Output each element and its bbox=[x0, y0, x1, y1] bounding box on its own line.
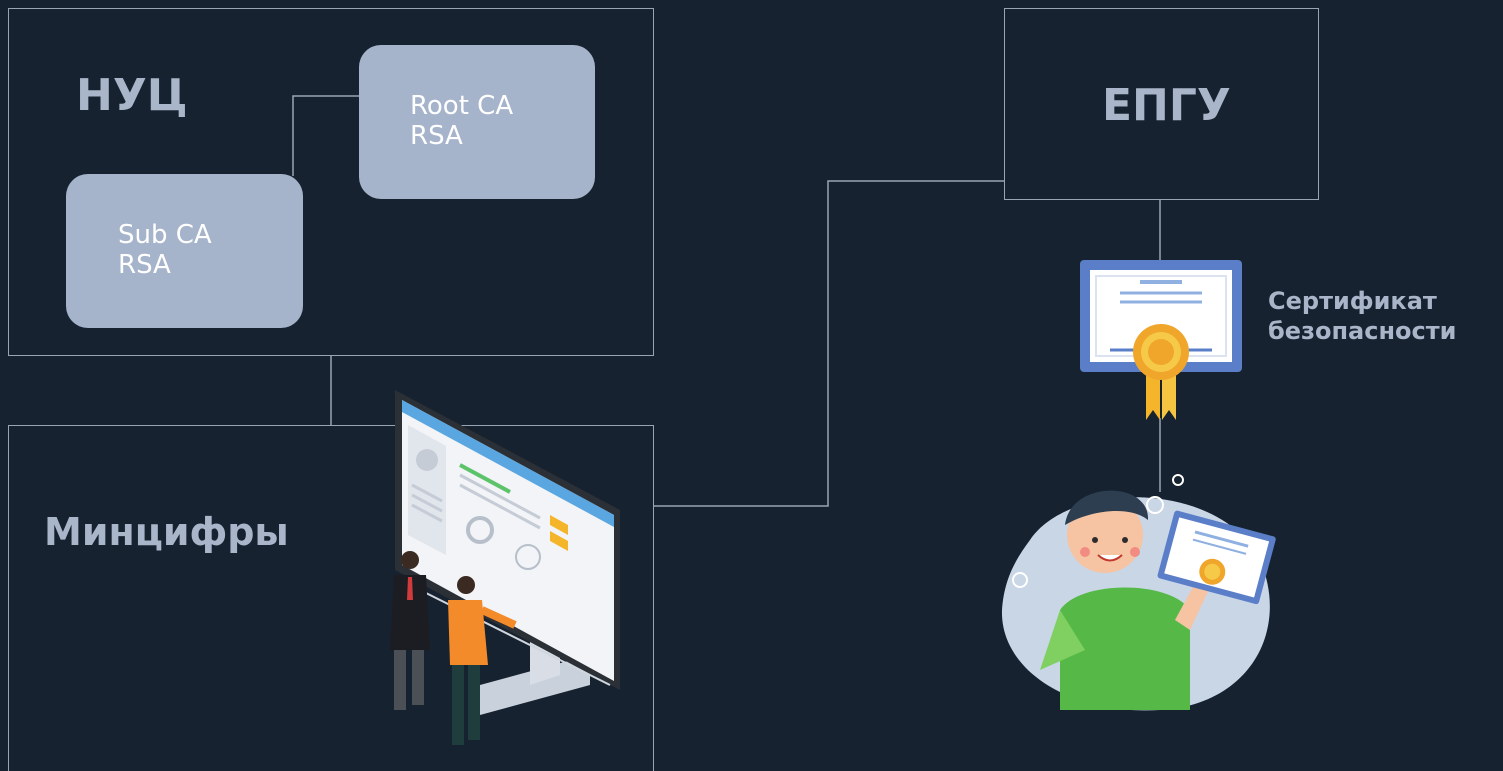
mincifry-epgu-connector bbox=[654, 180, 1004, 507]
certificate-label-line1: Сертификат bbox=[1268, 287, 1437, 315]
certificate-label-line2: безопасности bbox=[1268, 317, 1457, 345]
sub-ca-algorithm: RSA bbox=[118, 250, 171, 280]
certificate-label: Сертификат безопасности bbox=[1268, 286, 1457, 346]
epgu-title: ЕПГУ bbox=[1102, 80, 1231, 131]
epgu-box bbox=[1004, 8, 1319, 200]
monitor-people-illustration bbox=[390, 390, 620, 745]
root-ca-label: Root CA bbox=[410, 91, 514, 121]
root-ca-box: Root CA RSA bbox=[359, 45, 595, 199]
user-with-certificate-illustration bbox=[1001, 474, 1276, 711]
mincifry-title: Минцифры bbox=[44, 510, 289, 554]
root-sub-connector bbox=[292, 95, 360, 176]
nuc-box bbox=[8, 8, 654, 356]
sub-ca-label: Sub CA bbox=[118, 220, 212, 250]
mincifry-box bbox=[8, 425, 654, 771]
sub-ca-box: Sub CA RSA bbox=[66, 174, 303, 328]
root-ca-algorithm: RSA bbox=[410, 121, 463, 151]
certificate-icon bbox=[1080, 260, 1242, 420]
nuc-title: НУЦ bbox=[76, 70, 188, 121]
